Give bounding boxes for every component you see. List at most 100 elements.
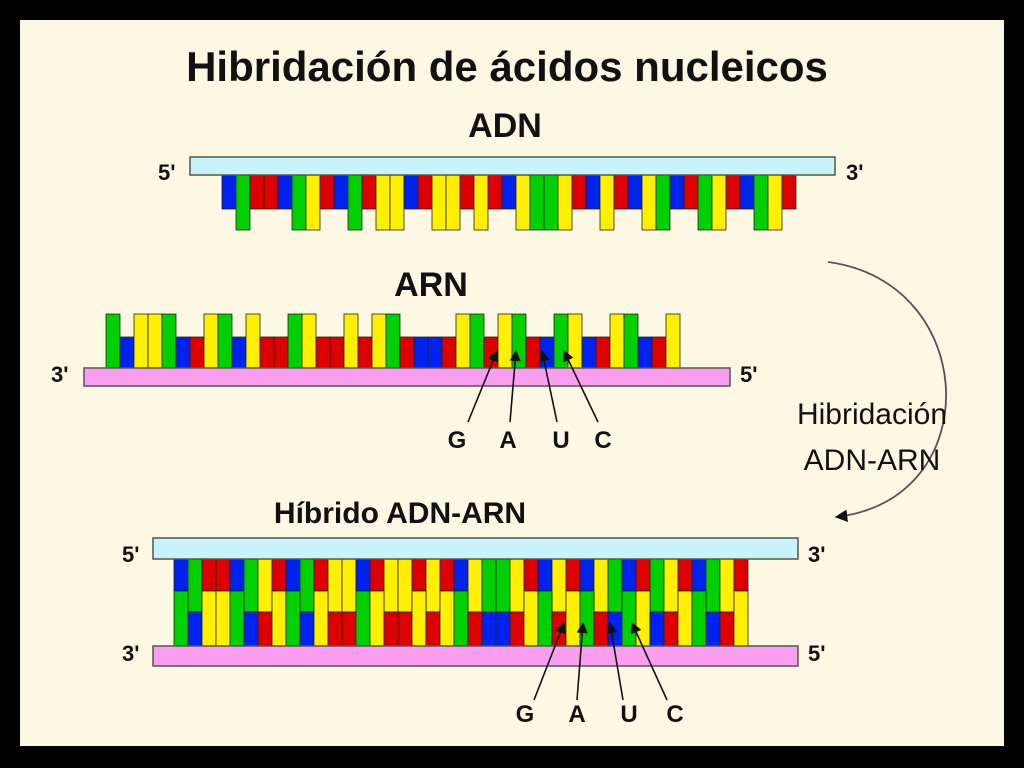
rna-nucleotide <box>441 336 457 369</box>
dna-nucleotide <box>333 174 349 210</box>
hybridization-diagram: Hibridación de ácidos nucleicos ADN ARN … <box>51 43 947 728</box>
rna-arrow-c <box>563 349 599 423</box>
dna-nucleotide <box>403 174 419 210</box>
hybrid-top-nucleotide <box>691 558 707 592</box>
dna-nucleotide <box>361 174 377 210</box>
dna-nucleotide <box>669 174 685 210</box>
hybrid-top-nucleotide <box>285 558 301 592</box>
rna-end-5: 5' <box>740 362 757 387</box>
process-label-line1: Hibridación <box>797 398 947 431</box>
hybrid-top-nucleotide <box>677 558 693 592</box>
dna-nucleotide <box>543 174 559 231</box>
hybrid-top-nucleotide <box>635 558 651 592</box>
dna-nucleotide <box>711 174 727 231</box>
dna-nucleotide <box>683 174 699 210</box>
dna-nucleotide <box>459 174 475 210</box>
hybrid-bottom-nucleotide <box>439 590 455 647</box>
rna-nucleotide <box>217 313 233 369</box>
hybrid-top-nucleotide <box>313 558 329 592</box>
hybrid-top-nucleotide <box>733 558 749 592</box>
dna-nucleotide <box>277 174 293 210</box>
hybrid-bottom-nucleotide <box>313 590 329 647</box>
dna-nucleotide <box>249 174 265 210</box>
hybrid-top-nucleotide <box>257 558 273 613</box>
rna-nucleotide <box>497 313 513 369</box>
hybrid-bottom-nucleotide <box>705 611 721 647</box>
hybrid-top-end-3: 3' <box>808 542 825 567</box>
hybrid-bottom-nucleotide <box>649 611 665 647</box>
hybrid-bottom-nucleotide <box>173 590 189 647</box>
hybrid-top-nucleotide <box>593 558 609 613</box>
dna-nucleotide <box>767 174 783 231</box>
hybrid-bottom-nucleotide <box>509 611 525 647</box>
hybrid-bottom-nucleotide <box>663 611 679 647</box>
rna-nucleotide <box>427 336 443 369</box>
hybrid-top-nucleotide <box>355 558 371 592</box>
hybrid-top-nucleotide <box>201 558 217 592</box>
dna-bases <box>221 174 797 231</box>
hybrid-bottom-nucleotide <box>243 611 259 647</box>
hybrid-bottom-nucleotide <box>621 590 637 647</box>
hybrid-top-nucleotide <box>705 558 721 613</box>
hybrid-top-nucleotide <box>719 558 735 613</box>
hybrid-top-nucleotide <box>299 558 315 613</box>
rna-nucleotide <box>371 313 387 369</box>
rna-nucleotide <box>469 313 485 369</box>
dna-nucleotide <box>739 174 755 210</box>
hybrid-duplex: 5' 3' 3' 5' <box>122 537 825 667</box>
dna-strand: 5' 3' <box>158 156 863 231</box>
hybrid-top-nucleotide <box>341 558 357 613</box>
hybrid-base-label-a: A <box>568 701 585 728</box>
hybrid-top-nucleotide <box>621 558 637 592</box>
hybrid-bottom-nucleotide <box>453 590 469 647</box>
hybrid-top-nucleotide <box>537 558 553 592</box>
hybrid-top-nucleotide <box>383 558 399 613</box>
hybrid-arrow-g <box>533 621 566 701</box>
hybrid-top-nucleotide <box>425 558 441 613</box>
dna-nucleotide <box>697 174 713 231</box>
rna-nucleotide <box>637 336 653 369</box>
rna-end-3: 3' <box>51 362 68 387</box>
hybrid-bottom-nucleotide <box>607 611 623 647</box>
hybrid-bottom-nucleotide <box>285 590 301 647</box>
rna-nucleotide <box>553 313 569 369</box>
rna-nucleotide <box>245 313 261 369</box>
hybrid-top-nucleotide <box>649 558 665 613</box>
rna-nucleotide <box>357 336 373 369</box>
dna-nucleotide <box>319 174 335 210</box>
diagram-canvas: Hibridación de ácidos nucleicos ADN ARN … <box>20 20 1004 746</box>
hybrid-bottom-end-3: 3' <box>122 641 139 666</box>
rna-nucleotide <box>301 313 317 369</box>
hybrid-bottom-nucleotide <box>481 611 497 647</box>
dna-end-5: 5' <box>158 160 175 185</box>
hybrid-bottom-nucleotide <box>327 611 343 647</box>
dna-nucleotide <box>725 174 741 210</box>
hybrid-arrow-a <box>576 621 588 701</box>
hybrid-bottom-nucleotide <box>551 611 567 647</box>
diagram-title: Hibridación de ácidos nucleicos <box>186 43 828 90</box>
hybrid-bottom-backbone <box>152 645 799 667</box>
rna-nucleotide <box>399 336 415 369</box>
dna-nucleotide <box>529 174 545 231</box>
rna-label: ARN <box>394 266 468 304</box>
dna-end-3: 3' <box>846 160 863 185</box>
rna-base-label-u: U <box>552 427 569 454</box>
dna-nucleotide <box>473 174 489 231</box>
hybrid-top-nucleotide <box>565 558 581 592</box>
hybrid-top-nucleotide <box>173 558 189 592</box>
hybrid-bottom-nucleotide <box>593 611 609 647</box>
hybrid-top-nucleotide <box>509 558 525 613</box>
rna-nucleotide <box>511 313 527 369</box>
rna-nucleotide <box>203 313 219 369</box>
dna-nucleotide <box>375 174 391 231</box>
hybrid-bottom-nucleotide <box>271 590 287 647</box>
dna-nucleotide <box>585 174 601 210</box>
hybrid-top-nucleotide <box>481 558 497 613</box>
hybrid-bottom-nucleotide <box>369 590 385 647</box>
hybrid-bottom-bases <box>173 590 749 647</box>
process-label-line2: ADN-ARN <box>804 444 941 477</box>
dna-nucleotide <box>655 174 671 231</box>
hybrid-base-label-g: G <box>516 701 535 728</box>
hybrid-bottom-nucleotide <box>411 590 427 647</box>
rna-nucleotide <box>161 313 177 369</box>
